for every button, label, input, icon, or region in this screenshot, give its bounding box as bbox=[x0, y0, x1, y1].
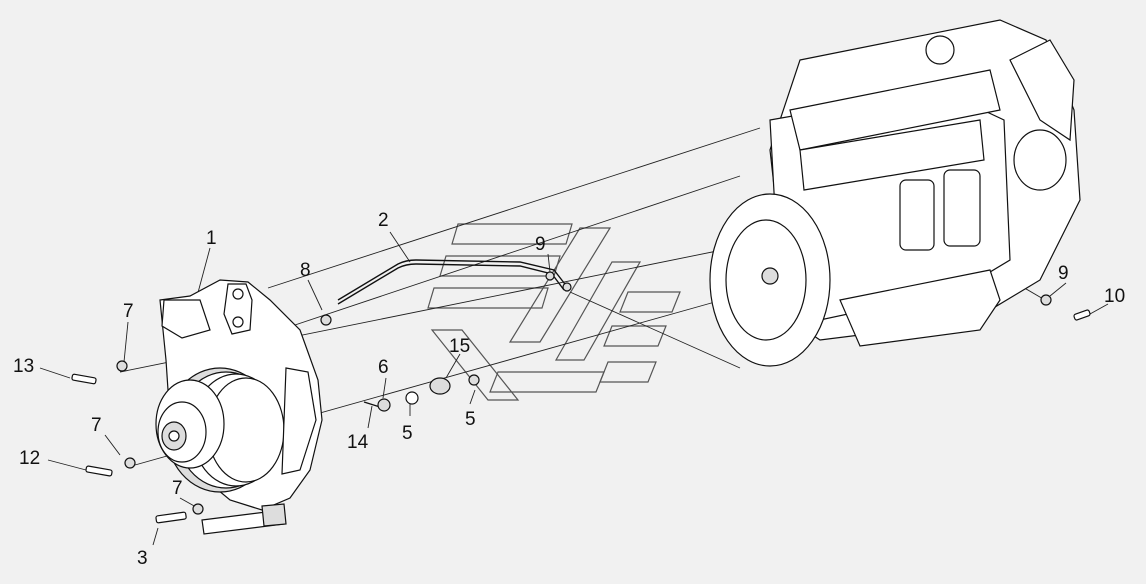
callout-6: 6 bbox=[378, 357, 389, 378]
callout-7-a: 7 bbox=[123, 301, 134, 322]
watermark-logo bbox=[427, 223, 681, 401]
callout-8: 8 bbox=[300, 260, 311, 281]
callout-1: 1 bbox=[206, 228, 217, 249]
callout-9-b: 9 bbox=[1058, 263, 1069, 284]
callout-5-b: 5 bbox=[465, 409, 476, 430]
callout-7-c: 7 bbox=[172, 478, 183, 499]
callout-3: 3 bbox=[137, 548, 148, 569]
callout-5-a: 5 bbox=[402, 423, 413, 444]
callout-13: 13 bbox=[13, 356, 35, 377]
compressor-assembly bbox=[155, 279, 323, 535]
callout-14: 14 bbox=[347, 432, 369, 453]
callout-7-b: 7 bbox=[91, 415, 102, 436]
small-parts bbox=[71, 271, 1091, 524]
pipe-part bbox=[337, 259, 569, 305]
callout-12: 12 bbox=[19, 448, 41, 469]
callout-9-a: 9 bbox=[535, 234, 546, 255]
callout-2: 2 bbox=[378, 210, 389, 231]
callout-10: 10 bbox=[1104, 286, 1126, 307]
callout-15: 15 bbox=[449, 336, 471, 357]
engine-assembly bbox=[709, 19, 1081, 367]
